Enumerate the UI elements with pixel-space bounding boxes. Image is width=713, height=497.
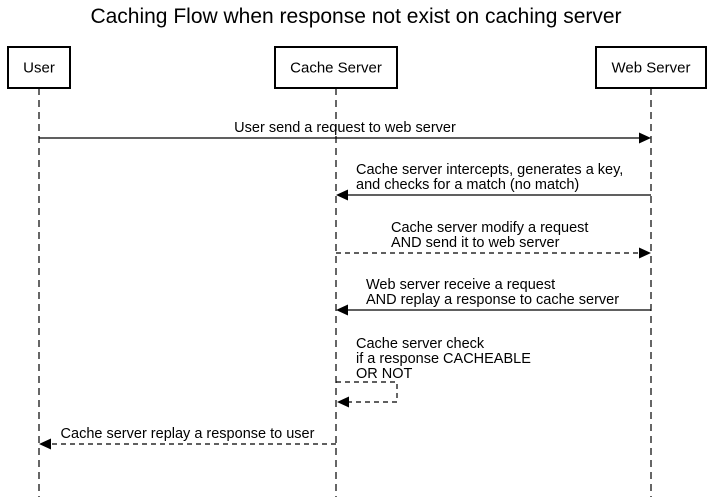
- message-label: Cache server replay a response to user: [61, 426, 315, 442]
- message-label: if a response CACHEABLE: [356, 351, 531, 367]
- actors: User Cache Server Web Server: [7, 46, 707, 89]
- message-arrowhead-4: [336, 304, 348, 316]
- message-label: AND replay a response to cache server: [366, 292, 619, 308]
- message-1: User send a request to web server: [39, 120, 641, 139]
- message-label: and checks for a match (no match): [356, 177, 579, 193]
- message-arrowhead-3: [639, 247, 651, 259]
- message-6: Cache server replay a response to user: [49, 426, 336, 445]
- actor-box-user: [7, 46, 71, 89]
- message-label: Cache server check: [356, 336, 485, 352]
- message-arrow-5: [336, 381, 398, 403]
- actor-label-user: User: [23, 60, 55, 77]
- message-label: Web server receive a request: [366, 277, 555, 293]
- message-label: OR NOT: [356, 366, 413, 382]
- message-label: AND send it to web server: [391, 235, 560, 251]
- message-arrowhead-2: [336, 189, 348, 201]
- message-label: Cache server intercepts, generates a key…: [356, 162, 623, 178]
- message-arrowhead-1: [639, 132, 651, 144]
- diagram-title: Caching Flow when response not exist on …: [90, 5, 621, 28]
- message-arrowhead-6: [39, 438, 51, 450]
- message-label: User send a request to web server: [234, 120, 456, 136]
- actor-label-cache: Cache Server: [290, 60, 382, 77]
- message-label: Cache server modify a request: [391, 220, 588, 236]
- message-arrowhead-5: [337, 396, 349, 408]
- lifelines: [38, 88, 652, 497]
- message-2: Cache server intercepts, generates a key…: [346, 162, 651, 196]
- actor-box-cache: [274, 46, 398, 89]
- actor-box-web: [595, 46, 707, 89]
- actor-label-web: Web Server: [612, 60, 691, 77]
